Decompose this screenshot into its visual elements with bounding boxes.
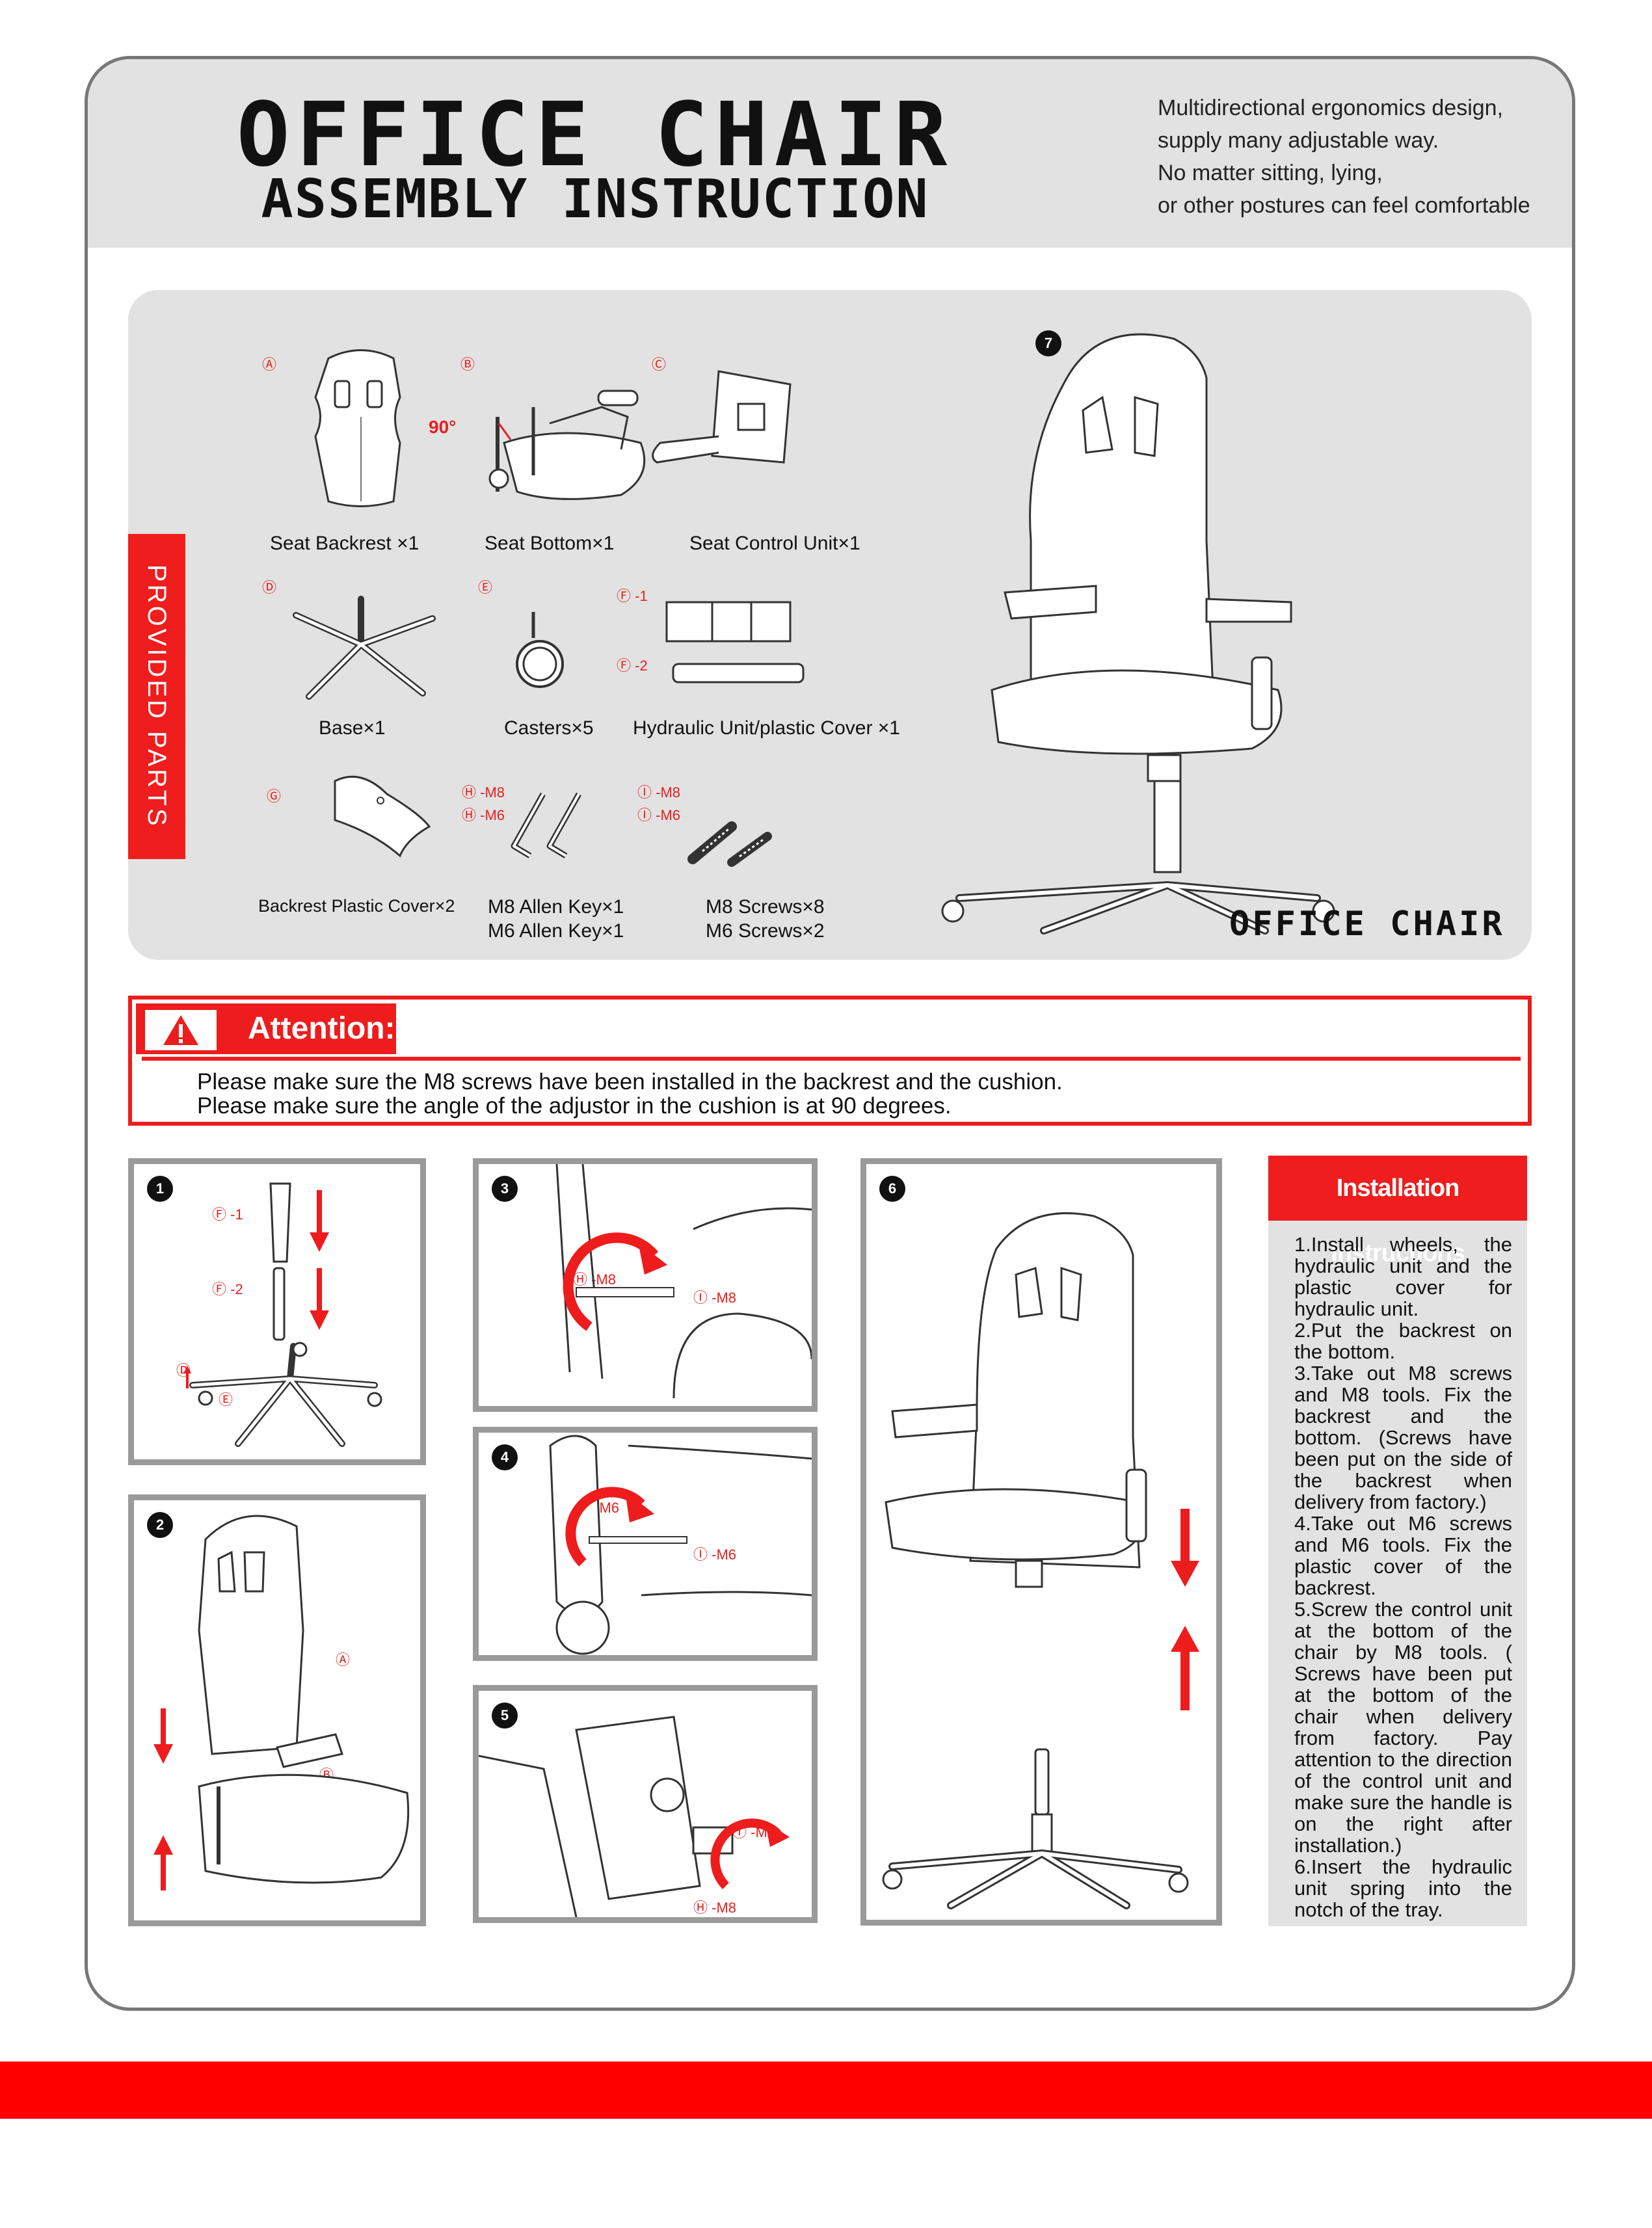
part-i8-letter: Ⓘ -M8 [637, 784, 681, 801]
part-e-letter: Ⓔ [478, 579, 493, 596]
divider [142, 1057, 1521, 1061]
step-badge: 1 [147, 1176, 173, 1202]
part-b-caption: Seat Bottom×1 [485, 533, 615, 554]
step-2-illustration [153, 1515, 410, 1890]
attention-line-2: Please make sure the angle of the adjust… [197, 1093, 952, 1119]
installation-instructions: Installation Instructions 1.Install whee… [1268, 1156, 1527, 1926]
step-badge: 4 [492, 1444, 518, 1470]
instruction-item: 4.Take out M6 screws and M6 tools. Fix t… [1294, 1512, 1512, 1599]
part-h-caption-1: M8 Allen Key×1 [488, 896, 624, 918]
part-c-letter: Ⓒ [652, 356, 667, 373]
step-badge: 2 [147, 1512, 173, 1538]
assembled-badge: 7 [1035, 330, 1061, 356]
angle-label: 90° [429, 417, 457, 437]
attention-title: Attention: [248, 1011, 395, 1046]
provided-parts-tab: PROVIDED PARTS [128, 534, 185, 859]
step-1-f2: Ⓕ -2 [212, 1281, 243, 1297]
part-f2-letter: Ⓕ -2 [617, 657, 648, 674]
page-frame: OFFICE CHAIR ASSEMBLY INSTRUCTION Multid… [85, 56, 1575, 2011]
step-3-illustration [555, 1164, 812, 1399]
assembled-chair-label: OFFICE CHAIR [1229, 905, 1505, 944]
part-g-letter: Ⓖ [267, 788, 282, 804]
step-1-panel: 1 Ⓕ -1 Ⓕ -2 Ⓓ Ⓔ [128, 1158, 426, 1465]
step-badge: 5 [492, 1703, 518, 1729]
tagline-line: No matter sitting, lying, [1158, 161, 1383, 185]
installation-title: Installation Instructions [1268, 1156, 1527, 1267]
page-subtitle: ASSEMBLY INSTRUCTION [261, 168, 929, 230]
allen-key-illustration [511, 792, 581, 858]
instruction-item: 5.Screw the control unit at the bottom o… [1294, 1598, 1512, 1857]
warning-triangle-icon [145, 1010, 217, 1050]
step-3-i: Ⓘ -M8 [693, 1290, 737, 1306]
part-b-letter: Ⓑ [460, 356, 475, 373]
part-d-caption: Base×1 [319, 717, 386, 739]
step-1-illustration [183, 1182, 382, 1447]
part-f-caption: Hydraulic Unit/plastic Cover ×1 [633, 717, 900, 739]
step-4-panel: 4 Ⓗ -M6 Ⓘ -M6 [473, 1427, 818, 1661]
backrest-cover-illustration [334, 775, 431, 858]
instruction-item: 6.Insert the hydraulic unit spring into … [1294, 1855, 1512, 1921]
step-5-h: Ⓗ -M8 [693, 1900, 737, 1916]
part-f1-letter: Ⓕ -1 [617, 588, 648, 604]
hydraulic-unit-illustration [665, 601, 805, 683]
page-title: OFFICE CHAIR [236, 84, 954, 187]
part-h-caption-2: M6 Allen Key×1 [488, 920, 624, 942]
screws-illustration [687, 821, 772, 867]
seat-backrest-illustration [314, 349, 401, 507]
attention-box: Attention: Please make sure the M8 screw… [128, 996, 1532, 1126]
step-1-f1: Ⓕ -1 [212, 1206, 243, 1223]
header: OFFICE CHAIR ASSEMBLY INSTRUCTION Multid… [88, 59, 1572, 248]
part-g-caption: Backrest Plastic Cover×2 [258, 896, 455, 916]
attention-line-1: Please make sure the M8 screws have been… [197, 1069, 1063, 1094]
step-6-illustration [882, 1212, 1199, 1909]
step-3-panel: 3 Ⓗ -M8 Ⓘ -M8 [473, 1158, 818, 1412]
attention-header: Attention: [136, 1003, 396, 1054]
step-4-illustration [549, 1435, 812, 1655]
part-i6-letter: Ⓘ -M6 [637, 807, 681, 823]
part-h6-letter: Ⓗ -M6 [462, 807, 505, 823]
tagline-line: or other postures can feel comfortable [1158, 193, 1530, 218]
step-badge: 3 [492, 1176, 518, 1202]
instruction-item: 1.Install wheels, the hydraulic unit and… [1294, 1233, 1512, 1320]
step-2-a: Ⓐ [336, 1652, 351, 1668]
instruction-item: 3.Take out M8 screws and M8 tools. Fix t… [1294, 1362, 1512, 1513]
instruction-item: 2.Put the backrest on the bottom. [1294, 1319, 1512, 1363]
installation-list: 1.Install wheels, the hydraulic unit and… [1268, 1234, 1512, 1920]
step-1-e: Ⓔ [219, 1392, 233, 1408]
caster-illustration [516, 612, 564, 688]
seat-bottom-illustration [488, 390, 646, 500]
part-c-caption: Seat Control Unit×1 [689, 533, 860, 554]
step-6-panel: 6 [860, 1158, 1222, 1926]
part-h8-letter: Ⓗ -M8 [462, 784, 505, 801]
tagline: Multidirectional ergonomics design, supp… [1158, 92, 1530, 222]
part-a-letter: Ⓐ [262, 356, 277, 373]
tagline-line: supply many adjustable way. [1158, 128, 1439, 153]
step-badge: 6 [879, 1176, 905, 1202]
assembled-chair-illustration [941, 333, 1335, 935]
part-d-letter: Ⓓ [262, 579, 277, 596]
part-i-caption-2: M6 Screws×2 [706, 920, 825, 942]
step-4-i: Ⓘ -M6 [693, 1546, 737, 1563]
footer-red-bar [0, 2062, 1652, 2119]
base-illustration [293, 596, 436, 700]
step-2-panel: 2 Ⓐ Ⓑ [128, 1494, 426, 1926]
step-5-panel: 5 Ⓒ Ⓘ -M8 Ⓗ -M8 [473, 1685, 818, 1923]
part-i-caption-1: M8 Screws×8 [706, 896, 825, 918]
tagline-line: Multidirectional ergonomics design, [1158, 96, 1504, 120]
step-5-illustration [479, 1716, 790, 1917]
part-a-caption: Seat Backrest ×1 [270, 533, 420, 554]
seat-control-unit-illustration [652, 370, 792, 464]
part-e-caption: Casters×5 [504, 717, 594, 739]
